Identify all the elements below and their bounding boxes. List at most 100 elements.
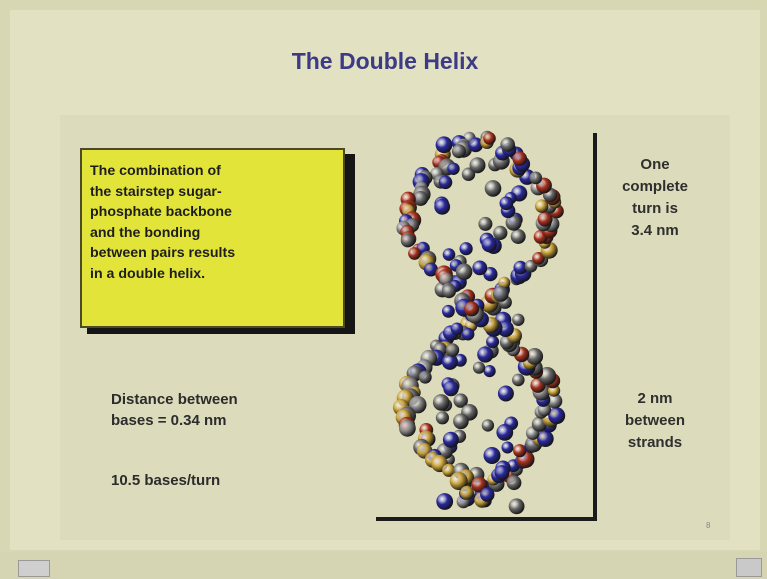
atom xyxy=(443,380,459,397)
strand-line: strands xyxy=(627,434,683,451)
atom xyxy=(512,151,527,166)
atom xyxy=(453,413,469,430)
atom xyxy=(408,247,421,260)
atom xyxy=(435,411,449,425)
strand-distance-label: 2 nm between strands xyxy=(595,388,715,454)
atom xyxy=(506,475,522,491)
atom xyxy=(418,370,432,384)
atom xyxy=(449,472,468,490)
atom xyxy=(532,252,545,265)
atom xyxy=(442,304,455,318)
atom xyxy=(484,180,502,197)
atom xyxy=(434,198,451,215)
atom xyxy=(529,171,543,185)
distance-label-line1: Distance between xyxy=(111,391,238,408)
atom xyxy=(537,430,554,448)
atom xyxy=(493,225,508,240)
atom xyxy=(537,211,553,227)
strand-line: 2 nm xyxy=(637,390,673,407)
atom xyxy=(481,419,495,432)
atom xyxy=(480,487,495,502)
atom xyxy=(497,385,514,402)
atom xyxy=(442,284,456,299)
atom xyxy=(501,441,514,454)
atom xyxy=(460,485,474,500)
atom xyxy=(496,424,514,441)
atom xyxy=(547,393,563,409)
atom xyxy=(483,365,496,378)
atom xyxy=(483,132,496,145)
atom xyxy=(483,447,501,464)
atom xyxy=(513,444,527,458)
atom xyxy=(400,233,415,248)
atom xyxy=(442,248,456,261)
callout-box: The combination of the stairstep sugar- … xyxy=(80,148,345,328)
atom xyxy=(513,260,528,275)
atom xyxy=(453,393,468,408)
atom xyxy=(505,214,522,231)
atom xyxy=(436,493,454,510)
callout-line: between pairs results xyxy=(90,245,236,261)
scale-bar-horizontal xyxy=(376,517,597,521)
dna-helix-image xyxy=(392,130,566,515)
atom xyxy=(413,191,429,206)
atom xyxy=(526,348,544,365)
atom xyxy=(512,313,525,326)
atom xyxy=(423,262,438,277)
atom xyxy=(498,276,511,289)
callout-line: the stairstep sugar- xyxy=(90,183,222,200)
callout-line: in a double helix. xyxy=(90,265,206,282)
atom xyxy=(399,419,416,437)
atom xyxy=(439,272,453,286)
atom xyxy=(472,361,486,374)
bases-per-turn: 10.5 bases/turn xyxy=(111,472,221,489)
atom xyxy=(472,260,488,276)
atom xyxy=(459,242,473,256)
slide-title: The Double Helix xyxy=(291,48,479,74)
turn-line: turn is xyxy=(632,200,678,217)
slide-number: 8 xyxy=(706,521,711,530)
distance-label-line2: bases = 0.34 nm xyxy=(111,412,227,429)
player-button[interactable] xyxy=(18,560,50,577)
atom xyxy=(469,157,486,174)
atom xyxy=(464,301,480,317)
turn-length-label: One complete turn is 3.4 nm xyxy=(595,154,715,242)
atom xyxy=(447,162,460,175)
scale-bar-vertical xyxy=(593,133,597,521)
atom xyxy=(445,343,460,357)
atom xyxy=(441,353,458,370)
atom xyxy=(451,144,466,159)
atom xyxy=(535,199,549,213)
atom xyxy=(548,407,566,425)
player-corner-button[interactable] xyxy=(736,558,762,577)
turn-line: One xyxy=(640,156,670,173)
atom xyxy=(455,263,473,280)
strand-line: between xyxy=(624,412,685,429)
atom xyxy=(512,373,525,387)
atom xyxy=(461,327,475,341)
atom xyxy=(471,476,488,493)
atom xyxy=(468,137,484,153)
atom xyxy=(442,431,459,448)
atom xyxy=(499,196,514,211)
atom xyxy=(478,216,493,231)
player-control-bar xyxy=(0,552,767,579)
callout-line: The combination of xyxy=(90,163,221,179)
atom xyxy=(438,175,453,190)
callout-line: and the bonding xyxy=(90,224,201,241)
atom xyxy=(442,463,456,477)
atom xyxy=(477,346,494,363)
atom xyxy=(494,465,510,481)
turn-line: 3.4 nm xyxy=(631,222,679,239)
turn-line: complete xyxy=(622,178,688,195)
atom xyxy=(508,498,525,515)
atom xyxy=(409,396,427,414)
atom xyxy=(510,229,526,244)
atom xyxy=(486,335,500,349)
atom xyxy=(492,286,509,302)
atom xyxy=(483,267,498,282)
atom xyxy=(450,322,464,336)
atom xyxy=(481,237,497,253)
atom xyxy=(432,394,450,411)
callout-line: phosphate backbone xyxy=(90,204,232,220)
